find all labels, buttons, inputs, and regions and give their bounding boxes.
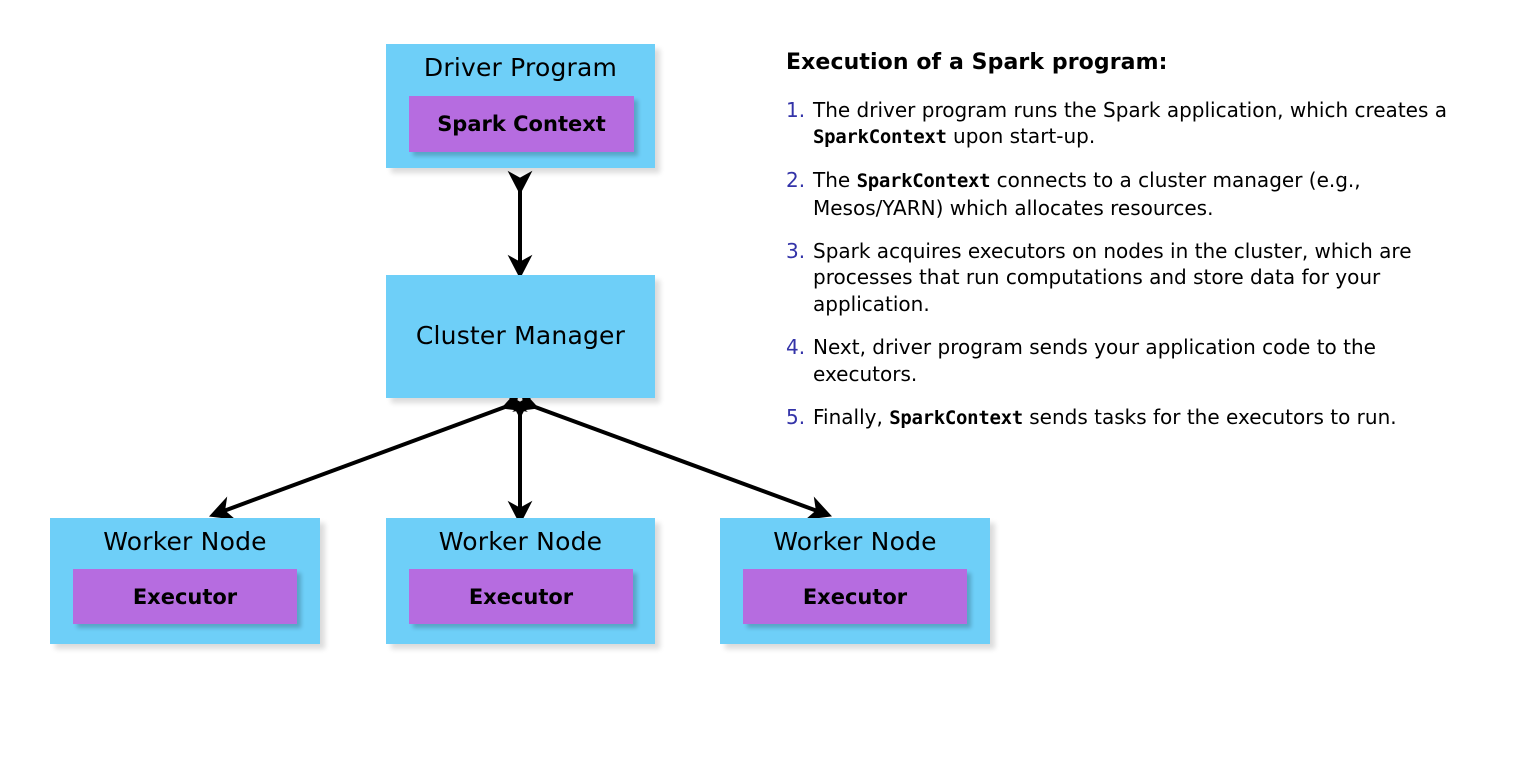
worker-node-title-1: Worker Node bbox=[438, 527, 603, 556]
inline-code: SparkContext bbox=[889, 406, 1023, 429]
worker-node-box-1: Worker Node Executor bbox=[386, 518, 655, 644]
inline-code: SparkContext bbox=[856, 170, 991, 193]
step-text-4: Next, driver program sends your applicat… bbox=[813, 335, 1376, 386]
driver-program-box: Driver Program Spark Context bbox=[386, 44, 655, 168]
worker-node-box-0: Worker Node Executor bbox=[50, 518, 320, 644]
spark-context-label: Spark Context bbox=[437, 112, 606, 136]
worker-node-title-0: Worker Node bbox=[103, 527, 267, 556]
step-text-3: Spark acquires executors on nodes in the… bbox=[813, 238, 1412, 316]
step-text-1: The driver program runs the Spark applic… bbox=[813, 98, 1447, 149]
step-number-5: 5. bbox=[786, 404, 806, 429]
executor-box-2: Executor bbox=[743, 569, 967, 624]
step-number-1: 1. bbox=[786, 98, 806, 122]
executor-box-1: Executor bbox=[409, 569, 633, 624]
step-number-3: 3. bbox=[786, 238, 806, 263]
spark-context-box: Spark Context bbox=[409, 96, 634, 152]
step-text-2: The SparkContext connects to a cluster m… bbox=[813, 168, 1361, 220]
executor-label-0: Executor bbox=[132, 584, 238, 609]
worker-node-box-2: Worker Node Executor bbox=[720, 518, 990, 644]
executor-label-2: Executor bbox=[802, 584, 908, 609]
execution-step-2: 2. The SparkContext connects to a cluster… bbox=[786, 167, 1466, 220]
step-number-4: 4. bbox=[786, 335, 806, 360]
executor-label-1: Executor bbox=[468, 584, 574, 609]
cluster-manager-title: Cluster Manager bbox=[415, 321, 626, 350]
panel-heading: Execution of a Spark program: bbox=[786, 50, 1168, 75]
worker-node-title-2: Worker Node bbox=[773, 527, 937, 556]
execution-steps-panel: Execution of a Spark program: 1. The driv… bbox=[786, 50, 1466, 448]
arrow-cluster-manager-worker-0 bbox=[208, 388, 528, 520]
execution-step-3: 3. Spark acquires executors on nodes in t… bbox=[786, 238, 1466, 317]
execution-steps-list: 1. The driver program runs the Spark appl… bbox=[786, 97, 1466, 431]
step-number-2: 2. bbox=[786, 168, 806, 193]
inline-code: SparkContext bbox=[813, 126, 947, 149]
driver-program-title: Driver Program bbox=[423, 53, 618, 82]
arrow-cluster-manager-worker-2 bbox=[512, 388, 833, 520]
step-text-5: Finally, SparkContext sends tasks for th… bbox=[813, 404, 1397, 429]
cluster-manager-box: Cluster Manager bbox=[386, 275, 655, 398]
execution-step-5: 5. Finally, SparkContext sends tasks for … bbox=[786, 404, 1466, 431]
execution-step-4: 4. Next, driver program sends your applic… bbox=[786, 334, 1466, 387]
executor-box-0: Executor bbox=[73, 569, 297, 624]
execution-step-1: 1. The driver program runs the Spark appl… bbox=[786, 97, 1466, 150]
